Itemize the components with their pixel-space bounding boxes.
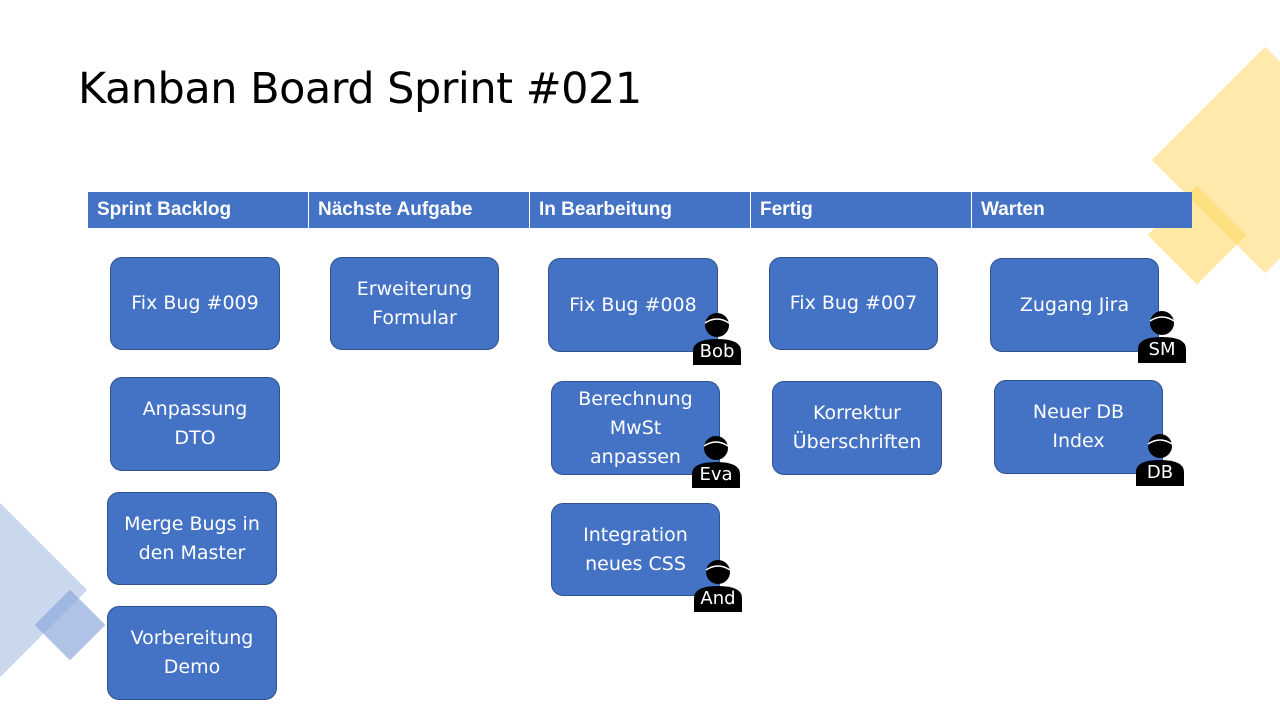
column-header-naechste-aufgabe[interactable]: Nächste Aufgabe: [309, 192, 530, 228]
task-card[interactable]: Berechnung MwSt anpassen: [551, 381, 720, 475]
task-card-label: Neuer DB Index: [1032, 401, 1125, 452]
task-card[interactable]: Erweiterung Formular: [330, 257, 499, 350]
task-card[interactable]: Neuer DB Index: [994, 380, 1163, 474]
task-card[interactable]: Fix Bug #007: [769, 257, 938, 350]
task-card-label: Fix Bug #008: [569, 293, 697, 316]
assignee-badge[interactable]: SM: [1136, 309, 1188, 363]
assignee-badge[interactable]: DB: [1134, 432, 1186, 486]
person-icon: [693, 313, 741, 365]
task-card[interactable]: Vorbereitung Demo: [107, 606, 277, 700]
task-card-label: Anpassung DTO: [142, 398, 248, 449]
task-card-label: Zugang Jira: [1019, 293, 1130, 316]
task-card-label: Erweiterung Formular: [356, 277, 473, 329]
task-card-label: Merge Bugs in den Master: [124, 512, 260, 564]
task-card-label: Fix Bug #009: [131, 292, 259, 314]
task-card[interactable]: Zugang Jira: [990, 258, 1159, 352]
task-card[interactable]: Anpassung DTO: [110, 377, 280, 471]
person-icon: [1138, 311, 1186, 363]
column-header-in-bearbeitung[interactable]: In Bearbeitung: [530, 192, 751, 228]
assignee-name: Eva: [699, 464, 733, 485]
column-header-sprint-backlog[interactable]: Sprint Backlog: [88, 192, 309, 228]
board-header: Sprint Backlog Nächste Aufgabe In Bearbe…: [88, 192, 1192, 228]
task-card-label: Vorbereitung Demo: [130, 627, 254, 678]
task-card-label: Integration neues CSS: [583, 523, 688, 575]
task-card[interactable]: Merge Bugs in den Master: [107, 492, 277, 585]
decorative-blue-diamond-large: [0, 469, 88, 711]
task-card[interactable]: Korrektur Überschriften: [772, 381, 942, 475]
task-card[interactable]: Integration neues CSS: [551, 503, 720, 596]
task-card-label: Fix Bug #007: [789, 292, 918, 314]
assignee-name: SM: [1148, 339, 1176, 360]
task-card[interactable]: Fix Bug #009: [110, 257, 280, 350]
assignee-name: Bob: [699, 341, 735, 362]
assignee-name: And: [700, 588, 736, 609]
assignee-badge[interactable]: Eva: [690, 434, 742, 488]
page-title: Kanban Board Sprint #021: [78, 64, 642, 114]
assignee-badge[interactable]: Bob: [691, 311, 743, 365]
person-icon: [694, 560, 742, 612]
task-card-label: Berechnung MwSt anpassen: [578, 387, 693, 468]
assignee-badge[interactable]: And: [692, 558, 744, 612]
column-header-warten[interactable]: Warten: [972, 192, 1192, 228]
person-icon: [1136, 434, 1184, 486]
task-card[interactable]: Fix Bug #008: [548, 258, 718, 352]
task-card-label: Korrektur Überschriften: [792, 402, 922, 453]
person-icon: [692, 436, 740, 488]
assignee-name: DB: [1146, 462, 1174, 483]
column-header-fertig[interactable]: Fertig: [751, 192, 972, 228]
